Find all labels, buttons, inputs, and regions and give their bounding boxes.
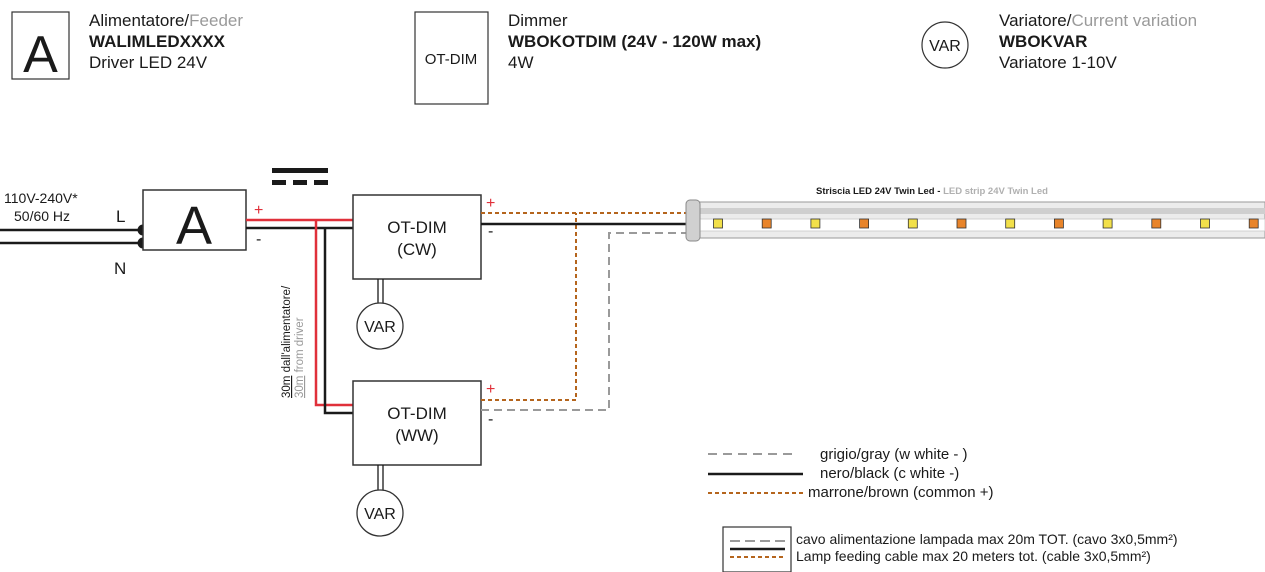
var1-circle: [356, 302, 404, 350]
strip-endcap: [685, 199, 701, 242]
dimmer-title: Dimmer: [508, 11, 568, 30]
var2-label: VAR: [364, 506, 396, 523]
strip-title: Striscia LED 24V Twin Led - LED strip 24…: [816, 186, 1048, 197]
dimmer-cw-plus: +: [486, 195, 495, 212]
led-chip: [1151, 218, 1162, 229]
mains-voltage-label: 110V-240V*: [4, 190, 78, 206]
driver-plus: +: [254, 202, 263, 219]
dc-symbol-solid: [272, 168, 328, 173]
led-chip: [1200, 218, 1210, 229]
feeder-title: Alimentatore/Feeder: [89, 11, 243, 30]
led-chip: [1054, 218, 1064, 229]
dimmer-ww-line1: OT-DIM: [387, 404, 447, 423]
dimmer-code: WBOKOTDIM (24V - 120W max): [508, 32, 761, 51]
feeder-symbol-letter: A: [23, 26, 58, 84]
driver-minus: -: [256, 231, 261, 248]
strip-leds: [713, 218, 1259, 229]
led-chip: [956, 218, 967, 229]
strip-profile-lip: [696, 208, 1265, 214]
led-chip: [1102, 218, 1113, 229]
legend-gray-label: grigio/gray (w white - ): [820, 446, 968, 463]
strip-pcb: [695, 218, 1265, 232]
feeder-desc: Driver LED 24V: [89, 53, 208, 72]
variator-desc: Variatore 1-10V: [999, 53, 1117, 72]
mains-N-label: N: [114, 259, 126, 278]
mains-L-label: L: [116, 207, 125, 226]
var1-label: VAR: [364, 319, 396, 336]
dimmer-cw-line1: OT-DIM: [387, 218, 447, 237]
legend-black-label: nero/black (c white -): [820, 465, 959, 482]
led-chip: [810, 218, 821, 229]
variator-title: Variatore/Current variation: [999, 11, 1197, 30]
distance-note-en: 30m from driver: [294, 317, 306, 398]
cable-note-line1: cavo alimentazione lampada max 20m TOT. …: [796, 531, 1178, 547]
driver-box: [142, 189, 247, 251]
dimmer-desc: 4W: [508, 53, 534, 72]
distance-note-it: 30m dall'alimentatore/: [281, 285, 293, 398]
led-chip: [1248, 218, 1259, 229]
gray-ww-minus-wire: [481, 232, 690, 411]
dimmer-cw-line2: (CW): [397, 240, 437, 259]
brown-common-wire-bottom: [481, 213, 577, 401]
dimmer-cw-box: [352, 194, 482, 280]
legend-brown-label: marrone/brown (common +): [808, 484, 993, 501]
dimmer-ww-plus: +: [486, 381, 495, 398]
dc-symbol-dash-1: [272, 180, 286, 185]
minus-wire-to-dimmer2: [323, 228, 353, 415]
dimmer-symbol-box: [414, 11, 489, 105]
dc-symbol-dash-3: [314, 180, 328, 185]
driver-symbol: A: [176, 196, 212, 256]
plus-wire-to-dimmer2: [314, 220, 353, 407]
mains-frequency-label: 50/60 Hz: [14, 208, 70, 224]
dimmer-cw-minus: -: [488, 223, 493, 240]
variator-symbol-circle: [921, 21, 969, 69]
cable-note-line2: Lamp feeding cable max 20 meters tot. (c…: [796, 548, 1151, 564]
dc-symbol-dash-2: [293, 180, 307, 185]
variator-symbol-label: VAR: [929, 38, 961, 55]
dimmer-ww-box: [352, 380, 482, 466]
led-chip: [761, 218, 772, 229]
led-chip: [713, 218, 723, 229]
led-chip: [859, 218, 869, 229]
dimmer-ww-minus: -: [488, 411, 493, 428]
dimmer-ww-line2: (WW): [395, 426, 438, 445]
dimmer-symbol-label: OT-DIM: [425, 51, 478, 68]
variator-code: WBOKVAR: [999, 32, 1087, 51]
feeder-symbol-box: [11, 11, 70, 80]
led-chip: [1005, 218, 1016, 229]
led-chip: [907, 218, 918, 229]
var2-circle: [356, 489, 404, 537]
feeder-code: WALIMLEDXXXX: [89, 32, 226, 51]
